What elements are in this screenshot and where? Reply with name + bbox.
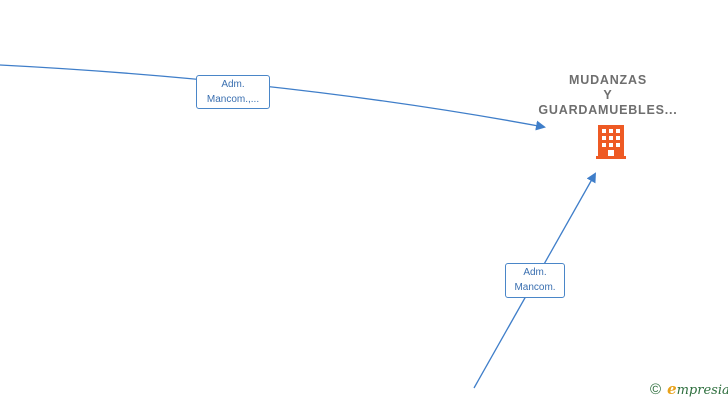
brand-watermark: © empresia xyxy=(650,380,728,398)
company-name-line-1: MUDANZAS xyxy=(569,73,647,87)
brand-initial: e xyxy=(667,380,677,398)
copyright-icon: © xyxy=(650,380,662,398)
brand-logo: empresia xyxy=(667,380,728,398)
edge-label-2-line-2: Mancom. xyxy=(514,282,556,293)
building-icon[interactable] xyxy=(595,124,627,160)
edge-label-1[interactable]: Adm. Mancom.,... xyxy=(196,75,270,109)
edge-label-1-line-1: Adm. xyxy=(221,79,245,90)
edge-label-1-line-2: Mancom.,... xyxy=(206,94,260,105)
brand-rest: mpresia xyxy=(676,383,728,398)
edge-label-2[interactable]: Adm. Mancom. xyxy=(505,263,565,298)
company-name-line-2: Y xyxy=(603,88,613,102)
edge-line-1 xyxy=(0,64,546,131)
edge-label-2-line-1: Adm. xyxy=(523,267,547,278)
company-name-line-3: GUARDAMUEBLES... xyxy=(538,103,678,117)
company-node-title[interactable]: MUDANZAS Y GUARDAMUEBLES... xyxy=(528,73,688,118)
